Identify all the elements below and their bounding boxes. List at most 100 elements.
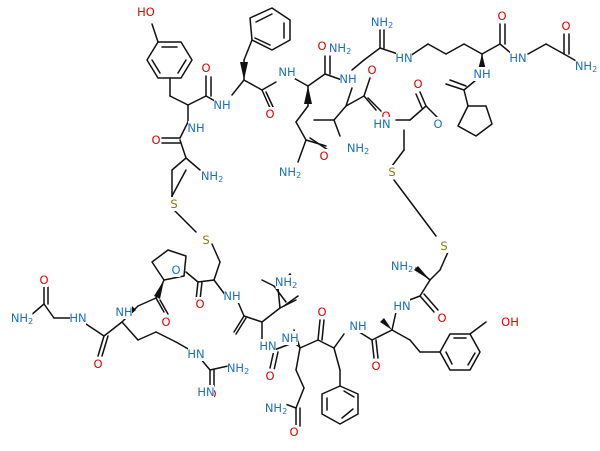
atom-label-background (371, 15, 393, 29)
oxygen-atom-label: O (39, 273, 48, 287)
atom-label-background (11, 311, 33, 325)
atom-label-background (396, 51, 412, 65)
atom-label-background (198, 385, 214, 399)
atom-label-background (317, 305, 327, 319)
atom-label-background (371, 359, 381, 373)
atom-label-background (413, 77, 423, 91)
atom-label-background (227, 361, 249, 375)
atom-label-background (275, 275, 297, 289)
atom-label-background (195, 297, 205, 311)
atom-label-background (188, 347, 204, 361)
atom-label-background (502, 315, 518, 329)
nitrogen-atom-label: NH (339, 72, 356, 86)
atom-label-background (265, 369, 275, 383)
atom-label-background (340, 72, 356, 86)
oxygen-atom-label: O (497, 9, 506, 23)
nitrogen-atom-label: NH (223, 289, 240, 303)
nitrogen-atom-label: NH (187, 121, 204, 135)
oxygen-atom-label: O (317, 39, 326, 53)
atom-label-background (214, 98, 230, 112)
sulfur-atom-label: S (202, 233, 209, 247)
atom-label-background (319, 149, 329, 163)
oxygen-atom-label: O (93, 357, 102, 371)
atom-label-background (350, 319, 366, 333)
nitrogen-atom-label: HN (259, 339, 276, 353)
nitrogen-atom-label: HN (509, 51, 526, 65)
oxygen-atom-label: O (161, 315, 170, 329)
nitrogen-atom-label: NH2 (347, 141, 369, 156)
atom-label-background (381, 109, 391, 123)
atom-label-background (116, 305, 132, 319)
nitrogen-atom-label: NH2 (371, 15, 393, 30)
oxygen-atom-label: HO (137, 5, 155, 19)
bonds-bottom-monomer (29, 249, 487, 427)
atom-label-background (510, 51, 526, 65)
oxygen-atom-label: O (561, 19, 570, 33)
atom-label-background (387, 165, 397, 179)
atom-label-background (279, 165, 301, 179)
atom-labels: HOOOONH2OOOOOOOOOOOOOOOOOOHNHNHNHHNHNNHH… (11, 5, 597, 439)
atom-label-background (188, 121, 204, 135)
atom-label-background (279, 65, 295, 79)
nitrogen-atom-label: NH2 (265, 401, 287, 416)
nitrogen-atom-label: NH2 (201, 169, 223, 184)
atom-label-background (169, 197, 179, 211)
nitrogen-atom-label: NH2 (227, 361, 249, 376)
oxygen-atom-label: O (381, 109, 390, 123)
atom-label-background (265, 107, 275, 121)
atom-label-background (374, 117, 390, 131)
oxygen-atom-label: O (195, 297, 204, 311)
sulfur-atom-label: S (170, 197, 177, 211)
atom-label-background (260, 339, 276, 353)
atom-label-background (201, 169, 223, 183)
atom-label-background (201, 233, 211, 247)
nitrogen-atom-label: O (171, 263, 180, 277)
oxygen-atom-label: O (151, 133, 160, 147)
oxygen-atom-label: O (437, 311, 446, 325)
oxygen-atom-label: O (319, 149, 328, 163)
atom-label-background (39, 273, 49, 287)
oxygen-atom-label: O (265, 369, 274, 383)
atom-label-background (433, 117, 443, 131)
nitrogen-atom-label: HN (393, 299, 410, 313)
nitrogen-atom-label: HN (69, 311, 86, 325)
atom-label-background (265, 401, 287, 415)
nitrogen-atom-label: HN (373, 117, 390, 131)
sulfur-atom-label: S (440, 239, 447, 253)
oxygen-atom-label: O (367, 63, 376, 77)
atom-label-background (201, 61, 211, 75)
oxygen-atom-label: O (265, 107, 274, 121)
nitrogen-atom-label: HN (197, 385, 214, 399)
oxygen-atom-label: OH (501, 315, 519, 329)
nitrogen-atom-label: NH2 (11, 311, 33, 326)
nitrogen-atom-label: NH (349, 319, 366, 333)
atom-label-background (317, 39, 327, 53)
atom-label-background (561, 19, 571, 33)
atom-label-background (437, 311, 447, 325)
atom-label-background (151, 133, 161, 147)
nitrogen-atom-label: NH2 (575, 59, 597, 74)
nitrogen-atom-label: NH2 (279, 165, 301, 180)
atom-label-background (224, 289, 240, 303)
atom-label-background (171, 263, 181, 277)
oxygen-atom-label: O (413, 77, 422, 91)
atom-label-background (391, 259, 413, 273)
atom-label-background (394, 299, 410, 313)
nitrogen-atom-label: NH (213, 98, 230, 112)
atom-label-background (575, 59, 597, 73)
atom-label-background (138, 5, 154, 19)
atom-label-background (93, 357, 103, 371)
atom-label-background (497, 9, 507, 23)
sulfur-atom-label: S (388, 165, 395, 179)
atom-label-background (439, 239, 449, 253)
atom-label-background (329, 41, 351, 55)
nitrogen-atom-label: NH2 (329, 41, 351, 56)
bonds-disulfide (171, 165, 449, 281)
atom-label-background (474, 67, 490, 81)
atom-label-background (367, 63, 377, 77)
oxygen-atom-label: O (201, 61, 210, 75)
oxygen-atom-label: O (317, 305, 326, 319)
oxygen-atom-label: O (371, 359, 380, 373)
nitrogen-atom-label: NH (278, 65, 295, 79)
